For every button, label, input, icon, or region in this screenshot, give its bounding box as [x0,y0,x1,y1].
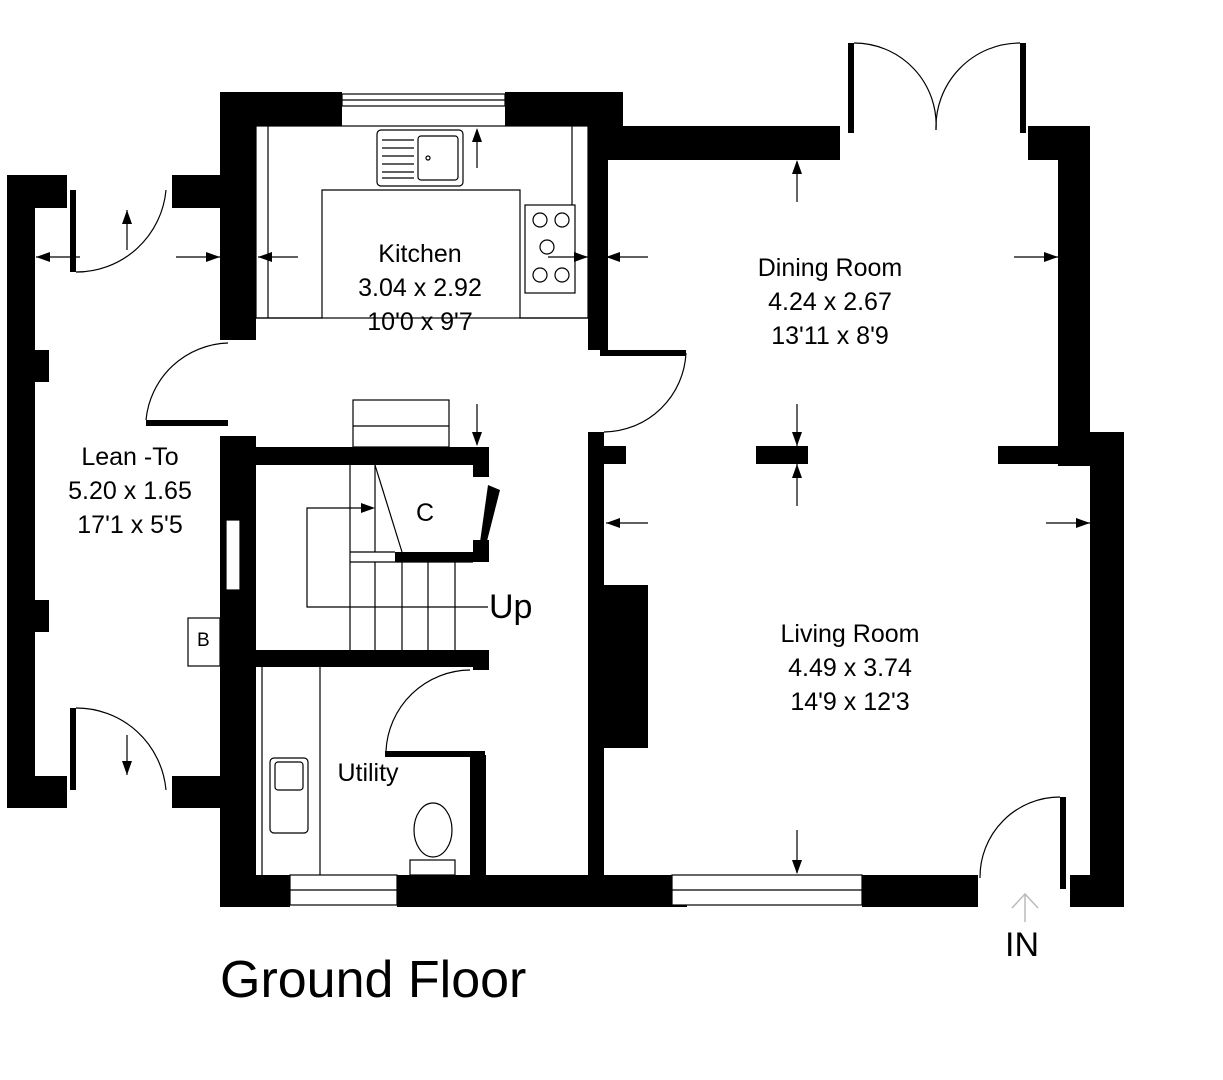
room-name: Kitchen [378,240,462,268]
room-label-lean-to: Lean -To 5.20 x 1.65 17'1 x 5'5 [40,440,220,542]
room-name: Lean -To [81,443,179,471]
cupboard-marker: C [416,499,435,527]
room-imperial: 13'11 x 8'9 [771,322,889,350]
room-metric: 3.04 x 2.92 [358,274,482,302]
room-metric: 4.49 x 3.74 [788,654,912,682]
room-metric: 5.20 x 1.65 [68,477,192,505]
entrance-label: IN [1005,926,1039,964]
room-imperial: 17'1 x 5'5 [77,511,183,539]
room-name: Living Room [780,620,920,648]
room-dimension-arrows [606,160,1090,874]
room-name: Utility [337,759,399,787]
room-label-kitchen: Kitchen 3.04 x 2.92 10'0 x 9'7 [320,237,520,339]
stairs-up-label: Up [489,588,533,626]
room-imperial: 10'0 x 9'7 [367,308,473,336]
room-label-dining: Dining Room 4.24 x 2.67 13'11 x 8'9 [710,251,950,353]
floor-title: Ground Floor [220,951,527,1009]
room-metric: 4.24 x 2.67 [768,288,892,316]
room-label-utility: Utility [318,756,418,790]
room-label-living: Living Room 4.49 x 3.74 14'9 x 12'3 [740,617,960,719]
entrance-arrow-icon [1011,892,1039,922]
lean-to-walls [7,175,224,808]
dimension-arrows [36,210,220,775]
room-imperial: 14'9 x 12'3 [790,688,910,716]
boiler-marker: B [197,630,210,651]
room-name: Dining Room [757,254,903,282]
